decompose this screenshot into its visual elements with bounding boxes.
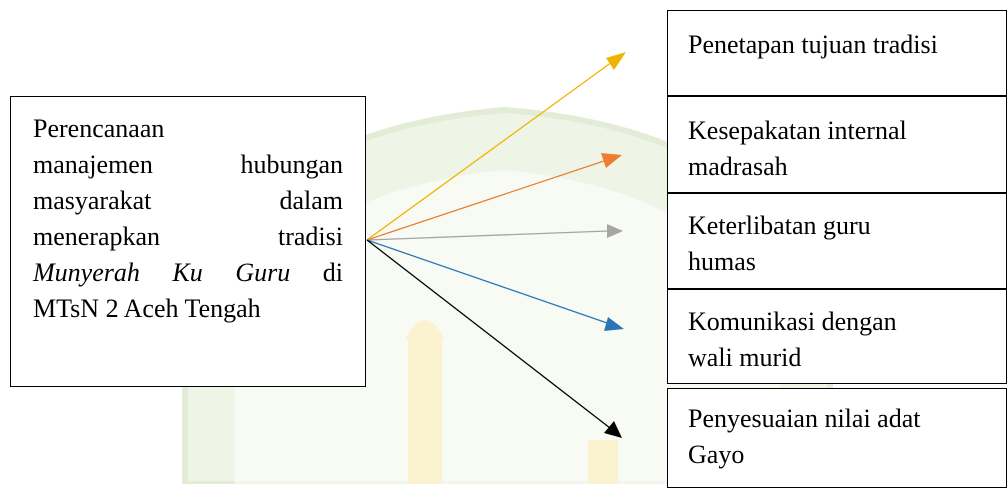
source-italic-title: Munyerah Ku Guru — [33, 258, 291, 287]
watermark-tower-right — [588, 440, 618, 484]
target-5-line-1: Penyesuaian nilai adat — [688, 404, 921, 433]
watermark-dome-inner — [235, 170, 780, 484]
target-3-line-2: humas — [688, 247, 756, 276]
target-box-4: Komunikasi dengan wali murid — [667, 289, 1007, 384]
arrow-to-target-3 — [366, 224, 623, 241]
source-line-2: manajemen hubungan — [33, 150, 343, 179]
arrow-to-target-1 — [366, 52, 626, 241]
watermark-tower — [408, 340, 442, 484]
arrow-to-target-5 — [366, 239, 622, 438]
source-box: Perencanaan manajemen hubungan masyaraka… — [10, 96, 366, 387]
target-box-2: Kesepakatan internal madrasah — [667, 96, 1007, 193]
target-4-line-2: wali murid — [688, 343, 802, 372]
source-line-1: Perencanaan — [33, 114, 165, 143]
watermark-tower-top — [405, 320, 445, 340]
target-2-line-2: madrasah — [688, 152, 788, 181]
source-line-3: masyarakat dalam — [33, 186, 343, 215]
target-3-line-1: Keterlibatan guru — [688, 211, 871, 240]
source-line-6: MTsN 2 Aceh Tengah — [33, 294, 261, 323]
source-line-5-rest: di — [290, 258, 343, 287]
target-4-line-1: Komunikasi dengan — [688, 307, 897, 336]
source-line-5: Munyerah Ku Guru di — [33, 255, 343, 291]
target-box-5: Penyesuaian nilai adat Gayo — [667, 388, 1007, 488]
target-2-line-1: Kesepakatan internal — [688, 116, 907, 145]
arrow-to-target-2 — [366, 153, 622, 241]
target-1-line-1: Penetapan tujuan tradisi — [688, 30, 938, 59]
target-box-3: Keterlibatan guru humas — [667, 193, 1007, 289]
target-box-1: Penetapan tujuan tradisi — [667, 10, 1007, 96]
target-5-line-2: Gayo — [688, 440, 745, 469]
source-line-4: menerapkan tradisi — [33, 222, 343, 251]
arrow-to-target-4 — [366, 239, 624, 331]
